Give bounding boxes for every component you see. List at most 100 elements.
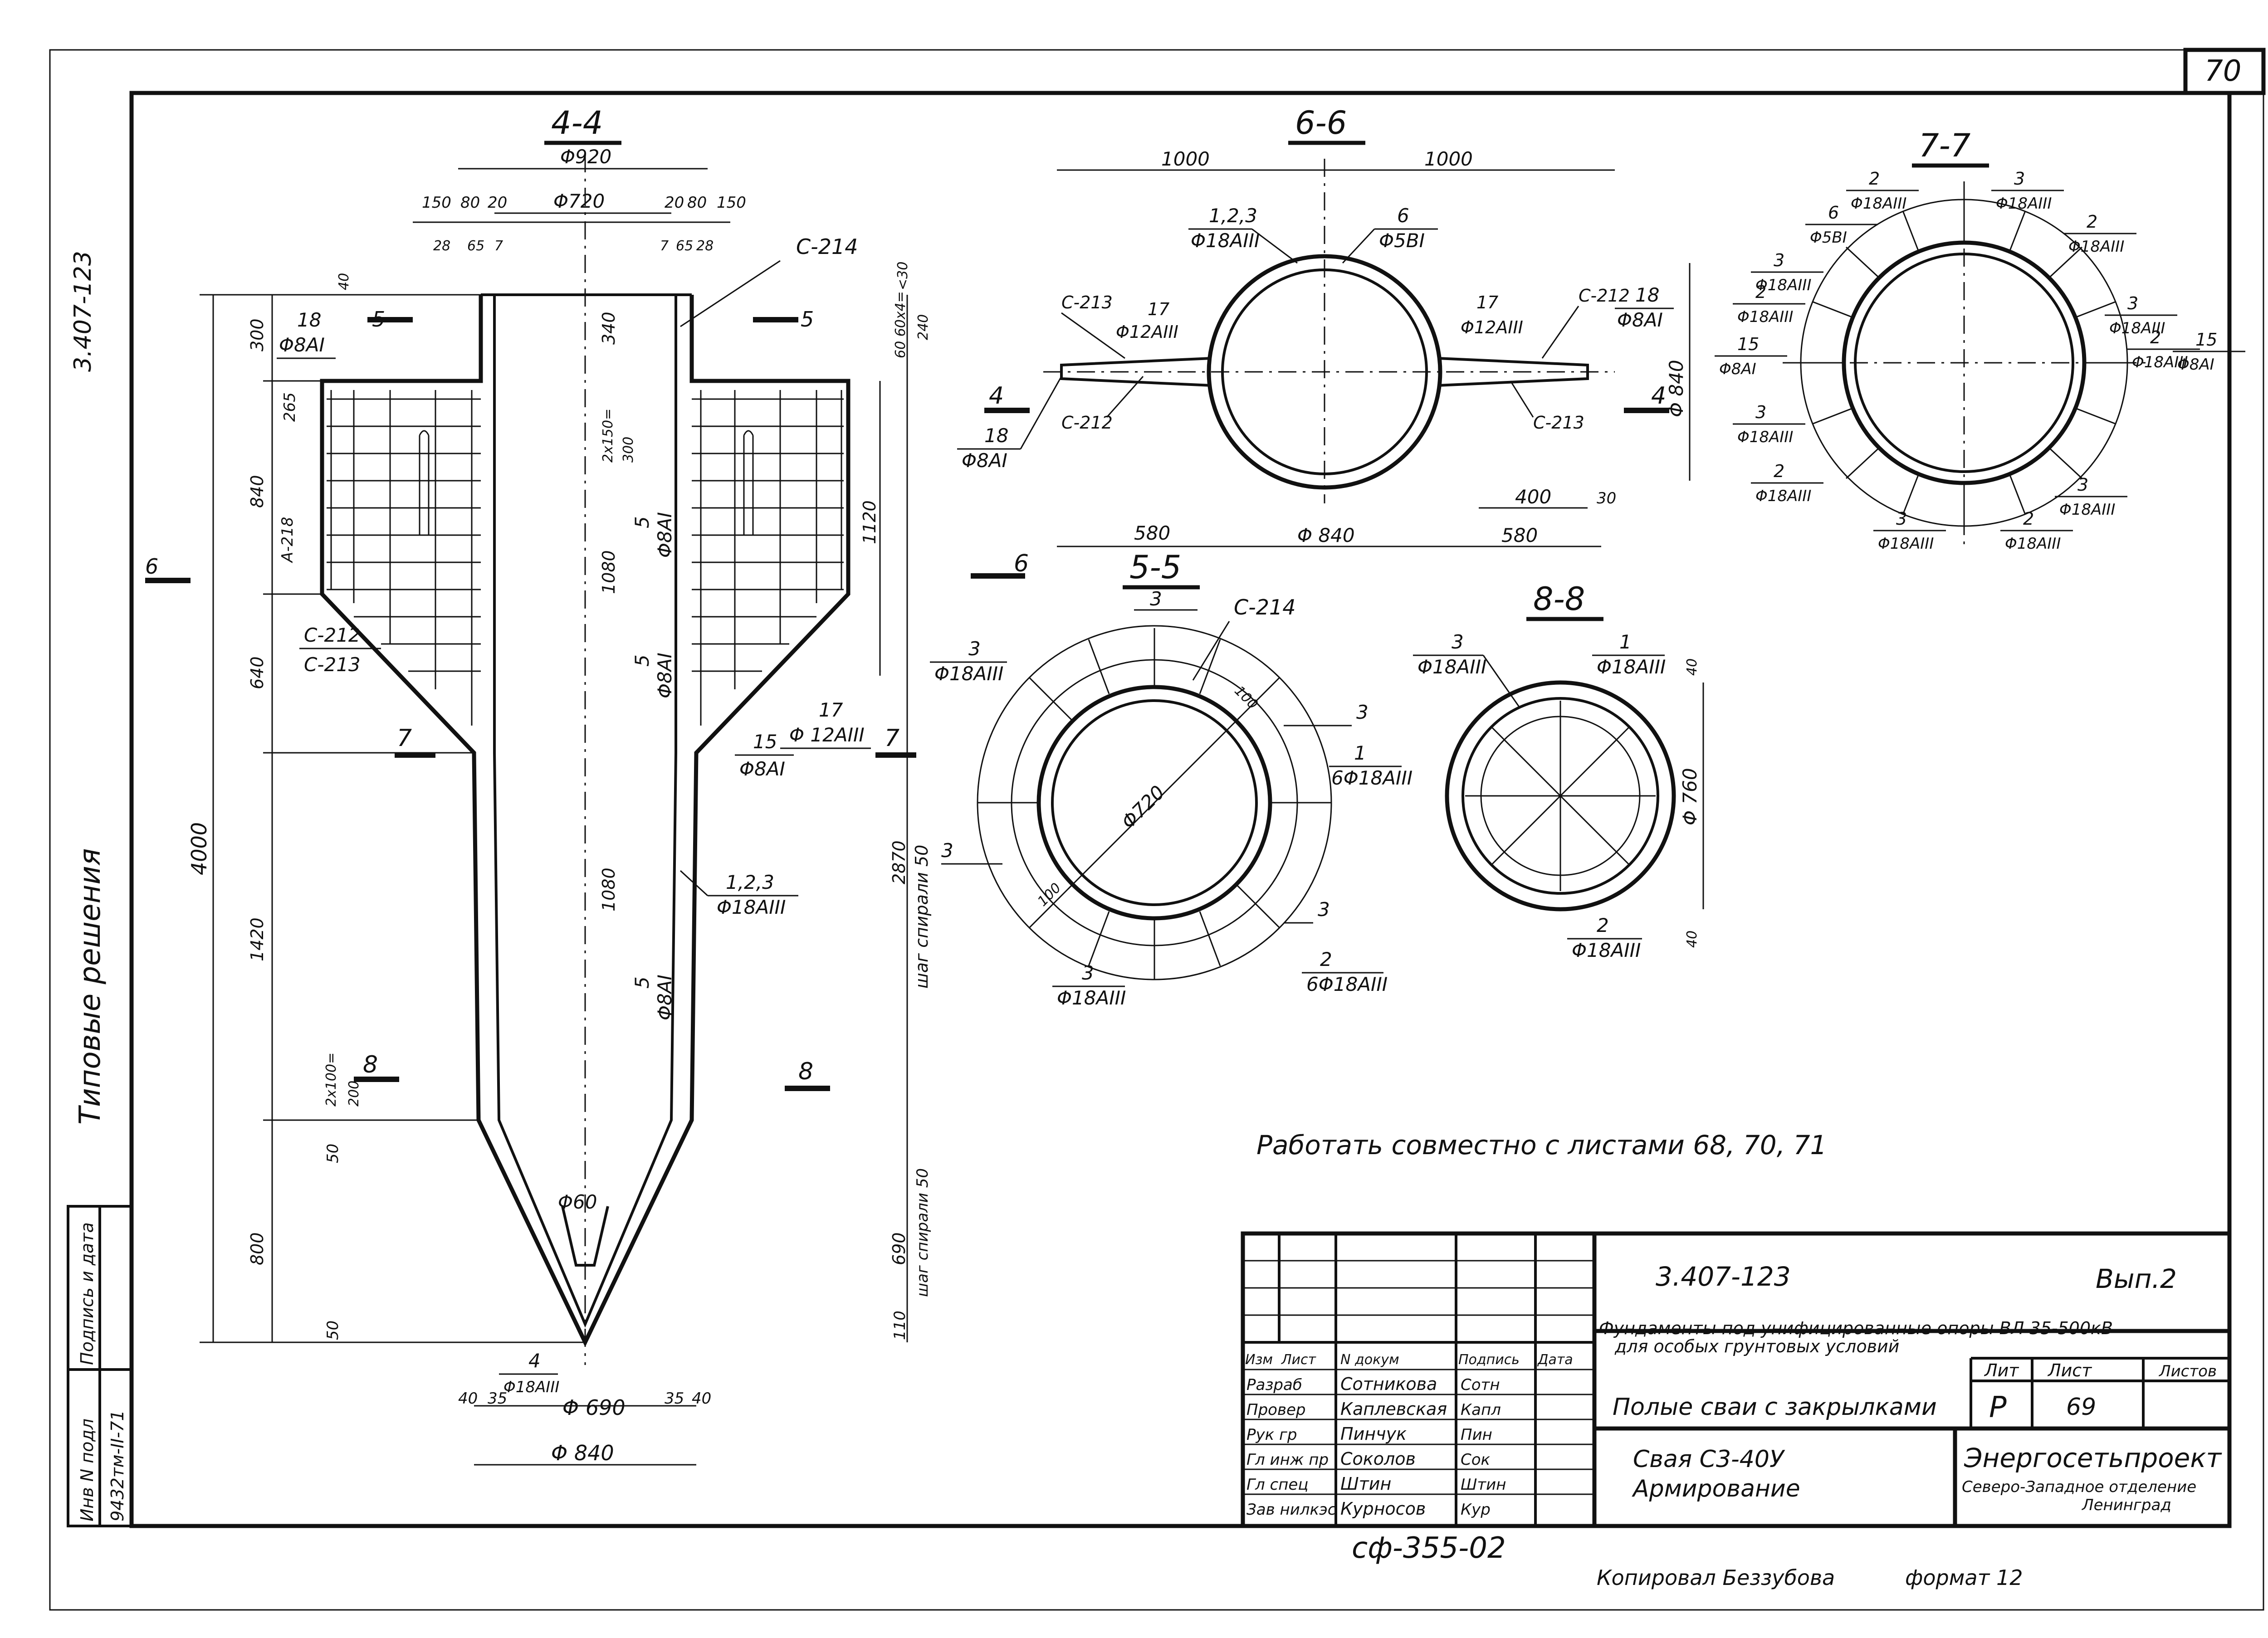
tb-sheet-name: Полые сваи с закрылками bbox=[1613, 1394, 1937, 1421]
section-7-7-bar-number: 2 bbox=[1869, 169, 1880, 189]
svg-text:2x150=: 2x150= bbox=[600, 409, 616, 463]
section-7-7-bar-number: 3 bbox=[1896, 509, 1907, 529]
svg-text:8: 8 bbox=[363, 1051, 378, 1078]
section-7-7-bar-spec: Φ18АIII bbox=[2005, 535, 2061, 553]
tb-header: Изм bbox=[1245, 1352, 1273, 1368]
section-8-8: 8-8 3 Φ18АIII 1 Φ18АIII 2 Φ18АIII Φ 760 … bbox=[1413, 580, 1704, 961]
section-7-7-bar-spec: Φ18АIII bbox=[1737, 428, 1793, 446]
svg-text:Φ8АI: Φ8АI bbox=[279, 334, 325, 356]
svg-text:7: 7 bbox=[494, 238, 503, 254]
svg-text:1,2,3: 1,2,3 bbox=[1209, 205, 1257, 227]
outer-frame bbox=[49, 49, 2264, 1611]
svg-text:50: 50 bbox=[324, 1144, 342, 1163]
svg-text:6: 6 bbox=[1397, 205, 1409, 227]
section-7-7-bar-number: 2 bbox=[1755, 282, 1766, 302]
wing-rebar-left bbox=[327, 390, 481, 726]
svg-text:1: 1 bbox=[1619, 631, 1632, 653]
svg-text:Φ8АI: Φ8АI bbox=[654, 975, 676, 1020]
svg-text:А-218: А-218 bbox=[279, 517, 297, 563]
tb-header: N докум bbox=[1340, 1352, 1399, 1368]
svg-text:7: 7 bbox=[885, 725, 899, 752]
svg-text:6-6: 6-6 bbox=[1295, 104, 1347, 141]
svg-text:1120: 1120 bbox=[860, 500, 880, 544]
svg-text:580: 580 bbox=[1134, 522, 1170, 544]
section-7-7-bar-spec: Φ18АIII bbox=[1737, 308, 1793, 326]
cross-reference-note: Работать совместно с листами 68, 70, 71 bbox=[1256, 1130, 1827, 1160]
svg-text:1: 1 bbox=[1354, 742, 1366, 764]
tb-name: Сотникова bbox=[1340, 1374, 1437, 1394]
svg-text:18: 18 bbox=[1635, 284, 1659, 306]
svg-text:6Φ18АIII: 6Φ18АIII bbox=[1331, 767, 1413, 789]
svg-text:7-7: 7-7 bbox=[1919, 127, 1970, 164]
section-7-7: 7-7 2Φ18АIII3Φ18АIII2Φ18АIII6Φ5ВI3Φ18АII… bbox=[1715, 127, 2245, 553]
inv-label: Инв N подл bbox=[77, 1419, 97, 1521]
svg-text:60 60x4=: 60 60x4= bbox=[893, 291, 909, 358]
section-7-7-bar-number: 3 bbox=[2127, 293, 2138, 313]
section-7-7-bar-spec: Φ5ВI bbox=[1810, 229, 1847, 247]
svg-text:2x100=: 2x100= bbox=[323, 1053, 339, 1107]
svg-text:80: 80 bbox=[460, 194, 480, 212]
tb-header: Подпись bbox=[1458, 1352, 1520, 1368]
svg-text:Φ18АIII: Φ18АIII bbox=[1572, 939, 1641, 961]
svg-text:3: 3 bbox=[1452, 631, 1464, 653]
svg-text:8: 8 bbox=[798, 1058, 813, 1085]
svg-text:Φ8АI: Φ8АI bbox=[654, 512, 676, 558]
section-7-7-bar-number: 6 bbox=[1828, 203, 1839, 223]
svg-text:15: 15 bbox=[753, 731, 777, 753]
section-7-7-bar-number: 2 bbox=[2087, 212, 2097, 232]
svg-text:580: 580 bbox=[1501, 524, 1538, 546]
svg-text:300: 300 bbox=[247, 318, 267, 351]
section-7-7-bar-spec: Φ18АIII bbox=[2068, 238, 2124, 256]
section-7-7-bar-spec: Φ18АIII bbox=[1755, 487, 1811, 505]
svg-text:1080: 1080 bbox=[599, 868, 619, 912]
svg-text:40: 40 bbox=[1684, 931, 1700, 948]
pile-tip-cavity bbox=[561, 1206, 609, 1267]
svg-text:35: 35 bbox=[488, 1389, 507, 1408]
svg-text:18: 18 bbox=[297, 309, 321, 331]
section-7-7-bar-number: 15 bbox=[2195, 330, 2217, 350]
svg-text:2: 2 bbox=[1320, 948, 1332, 970]
svg-text:Φ8АI: Φ8АI bbox=[739, 758, 785, 780]
tb-header: Лист bbox=[1281, 1352, 1317, 1368]
svg-text:Листов: Листов bbox=[2158, 1362, 2217, 1380]
svg-text:шаг спирали 50: шаг спирали 50 bbox=[912, 845, 932, 989]
svg-text:3: 3 bbox=[1150, 588, 1162, 610]
svg-text:5: 5 bbox=[801, 307, 814, 332]
svg-text:3: 3 bbox=[1318, 898, 1330, 921]
tb-issue: Вып.2 bbox=[2096, 1263, 2177, 1294]
section-8-8-outer bbox=[1445, 680, 1676, 912]
svg-text:7: 7 bbox=[660, 238, 669, 254]
svg-text:200: 200 bbox=[346, 1081, 362, 1107]
svg-text:65: 65 bbox=[467, 238, 484, 254]
svg-text:Φ 840: Φ 840 bbox=[1665, 360, 1687, 417]
svg-text:Φ8АI: Φ8АI bbox=[962, 449, 1007, 472]
svg-text:800: 800 bbox=[247, 1232, 267, 1265]
section-7-7-bar-number: 3 bbox=[2077, 475, 2088, 495]
svg-text:С-212: С-212 bbox=[1579, 286, 1630, 306]
svg-text:150: 150 bbox=[717, 194, 746, 212]
svg-text:Φ12АIII: Φ12АIII bbox=[1116, 322, 1178, 342]
tb-signature: Сок bbox=[1461, 1451, 1491, 1469]
tb-role: Провер bbox=[1246, 1401, 1306, 1419]
svg-text:Φ720: Φ720 bbox=[1117, 781, 1169, 833]
svg-text:2870: 2870 bbox=[889, 840, 909, 884]
svg-text:5: 5 bbox=[631, 516, 653, 528]
tb-role: Рук гр bbox=[1246, 1426, 1297, 1444]
tb-project-title-2: для особых грунтовых условий bbox=[1614, 1336, 1899, 1356]
svg-text:С-212: С-212 bbox=[304, 624, 361, 646]
svg-text:1,2,3: 1,2,3 bbox=[726, 871, 774, 893]
svg-text:С-213: С-213 bbox=[1533, 413, 1584, 433]
svg-text:5-5: 5-5 bbox=[1129, 549, 1181, 586]
svg-text:3: 3 bbox=[1356, 701, 1369, 723]
svg-text:Φ60: Φ60 bbox=[558, 1191, 597, 1213]
tb-role: Гл инж пр bbox=[1246, 1451, 1329, 1469]
svg-text:690: 690 bbox=[889, 1232, 909, 1265]
svg-text:17: 17 bbox=[1476, 292, 1498, 312]
svg-text:1000: 1000 bbox=[1424, 148, 1473, 170]
svg-text:28: 28 bbox=[696, 238, 714, 254]
section-7-7-bar-spec: Φ8АI bbox=[1719, 360, 1756, 378]
svg-text:80: 80 bbox=[687, 194, 707, 212]
svg-text:Φ 840: Φ 840 bbox=[551, 1441, 614, 1465]
